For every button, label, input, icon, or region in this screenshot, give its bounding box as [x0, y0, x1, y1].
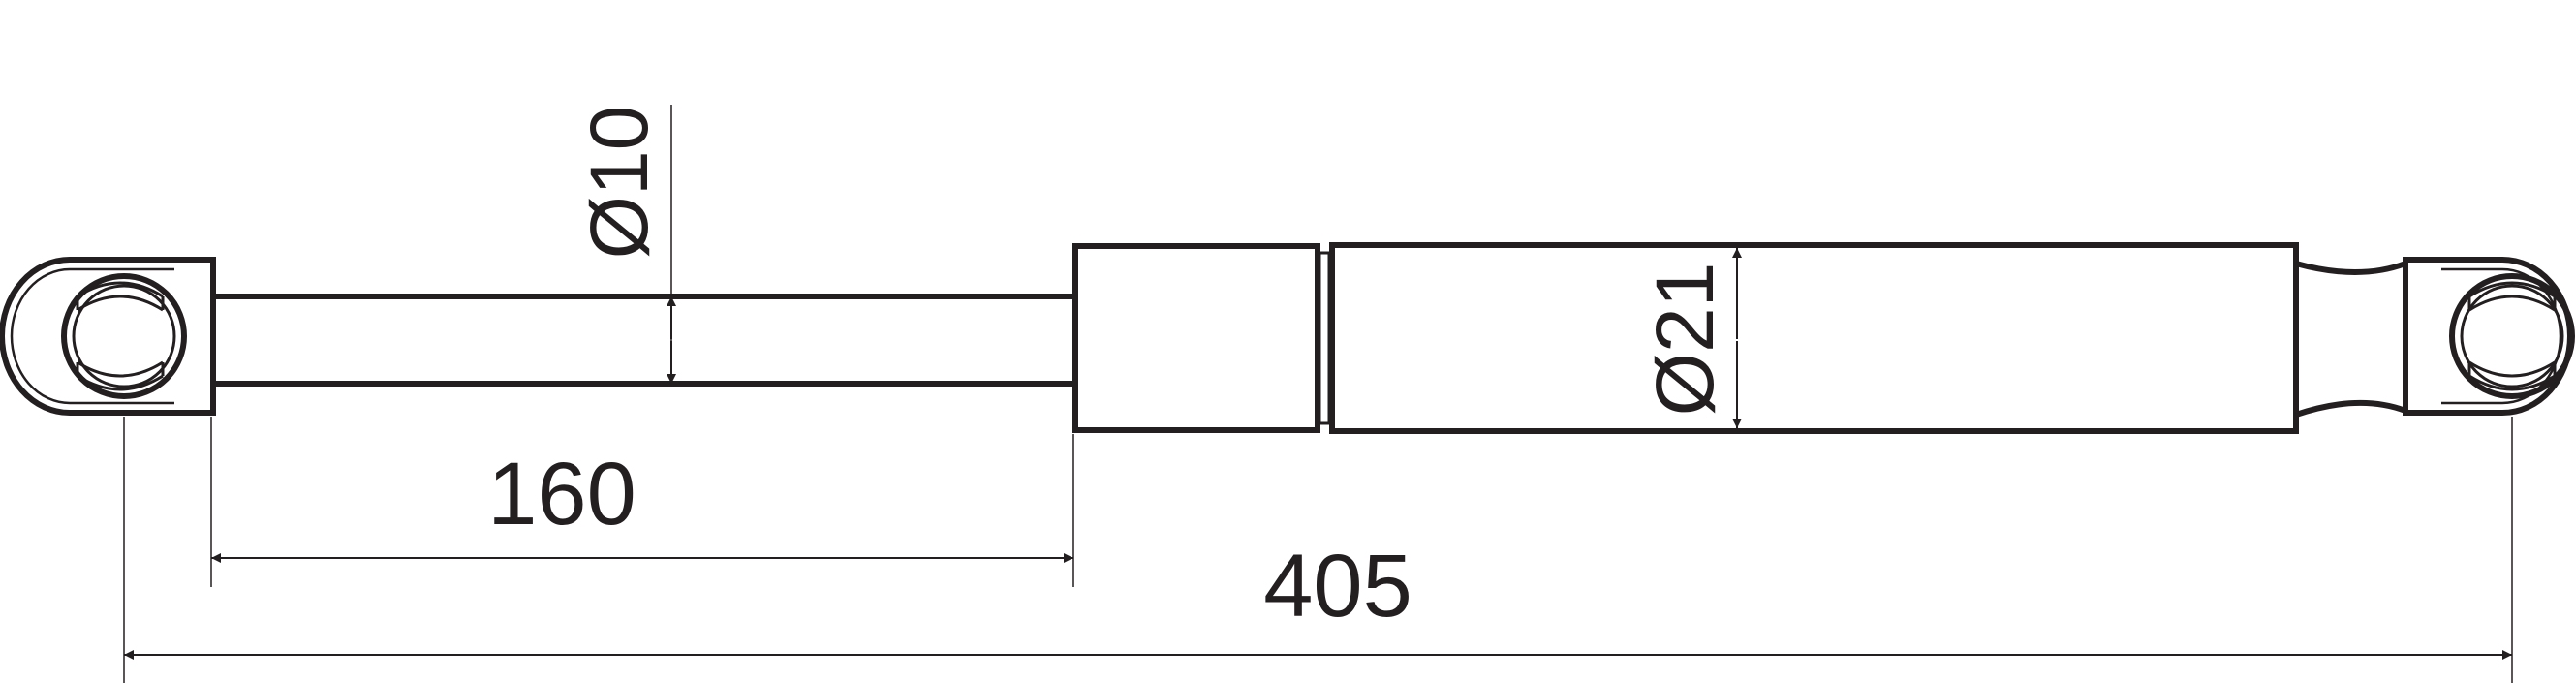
cylinder-diameter-dimension: Ø21 — [1639, 248, 1742, 428]
rod-diameter-dimension: Ø10 — [574, 106, 676, 384]
right-eyelet-bushing-bottom — [2467, 360, 2557, 391]
left-eyelet-inner-outline — [10, 267, 174, 405]
right-eyelet — [2295, 257, 2575, 418]
cylinder-tube — [1329, 242, 2299, 434]
left-eyelet-bushing-bottom — [76, 360, 165, 391]
piston-rod — [213, 294, 1075, 387]
stroke-length-label: 160 — [487, 445, 636, 543]
right-eyelet-bushing-top — [2467, 281, 2557, 312]
cylinder-seal-section — [1072, 243, 1320, 433]
overall-length-dimension: 405 — [124, 537, 2512, 660]
stroke-length-dimension: 160 — [211, 445, 1073, 563]
cylinder-gap — [1318, 251, 1331, 425]
cylinder-diameter-label: Ø21 — [1639, 263, 1730, 417]
overall-length-label: 405 — [1263, 537, 1412, 636]
right-eyelet-inner-outline — [2441, 267, 2562, 405]
left-eyelet — [0, 257, 216, 416]
left-eyelet-ring — [61, 273, 187, 399]
right-eyelet-ring — [2449, 273, 2575, 399]
right-eyelet-bore — [2460, 284, 2564, 388]
rod-diameter-label: Ø10 — [574, 106, 665, 260]
left-eyelet-bushing-top — [76, 281, 165, 312]
right-neck — [2295, 261, 2407, 418]
cylinder-body — [1072, 242, 2299, 434]
left-eyelet-bore — [72, 284, 176, 388]
left-eyelet-housing — [0, 257, 216, 416]
